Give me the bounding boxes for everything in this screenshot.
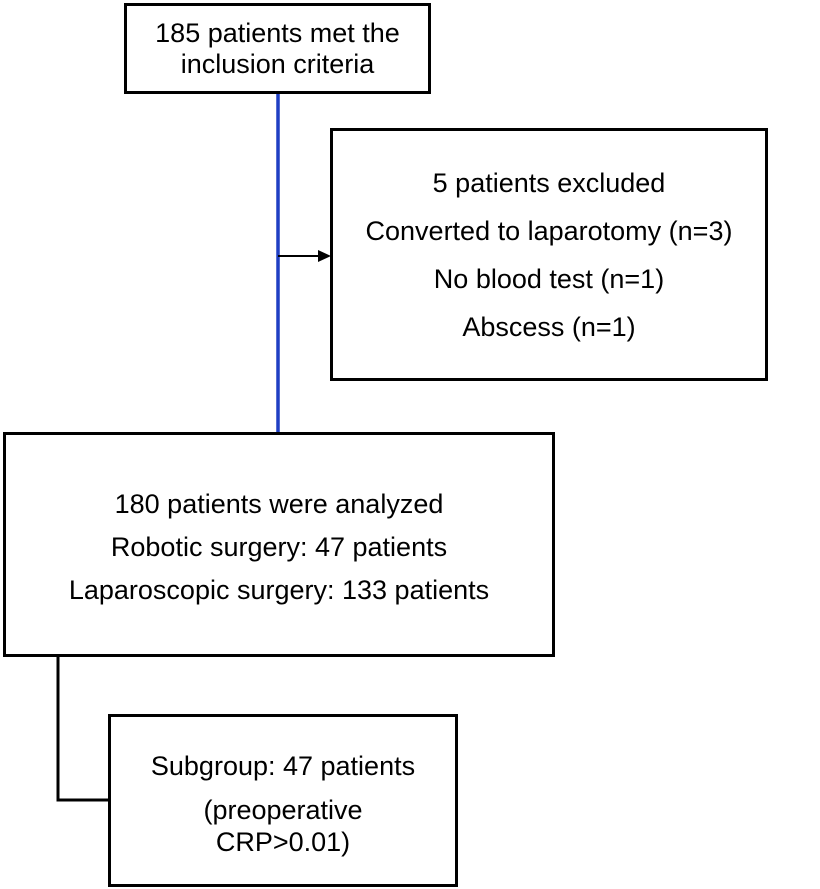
analyzed-box: 180 patients were analyzed Robotic surge…: [3, 432, 555, 657]
exclusion-arrowhead: [318, 250, 331, 262]
analyzed-robotic: Robotic surgery: 47 patients: [110, 532, 448, 562]
inclusion-line-1: 185 patients met the: [155, 17, 400, 48]
analyzed-laparoscopic: Laparoscopic surgery: 133 patients: [68, 575, 490, 605]
exclusion-reason-abscess: Abscess (n=1): [462, 311, 636, 342]
analyzed-title: 180 patients were analyzed: [114, 489, 444, 519]
subgroup-criterion-line-2: CRP>0.01): [215, 826, 351, 857]
exclusion-title: 5 patients excluded: [432, 167, 666, 198]
exclusion-reason-laparotomy: Converted to laparotomy (n=3): [365, 215, 733, 246]
subgroup-elbow-connector: [56, 656, 109, 802]
exclusion-box: 5 patients excluded Converted to laparot…: [330, 128, 768, 381]
inclusion-line-2: inclusion criteria: [180, 48, 375, 79]
inclusion-criteria-box: 185 patients met the inclusion criteria: [124, 3, 431, 94]
exclusion-reason-blood-test: No blood test (n=1): [433, 263, 665, 294]
subgroup-title: Subgroup: 47 patients: [150, 750, 416, 781]
subgroup-box: Subgroup: 47 patients (preoperative CRP>…: [108, 714, 458, 887]
subgroup-criterion-line-1: (preoperative: [203, 794, 363, 825]
